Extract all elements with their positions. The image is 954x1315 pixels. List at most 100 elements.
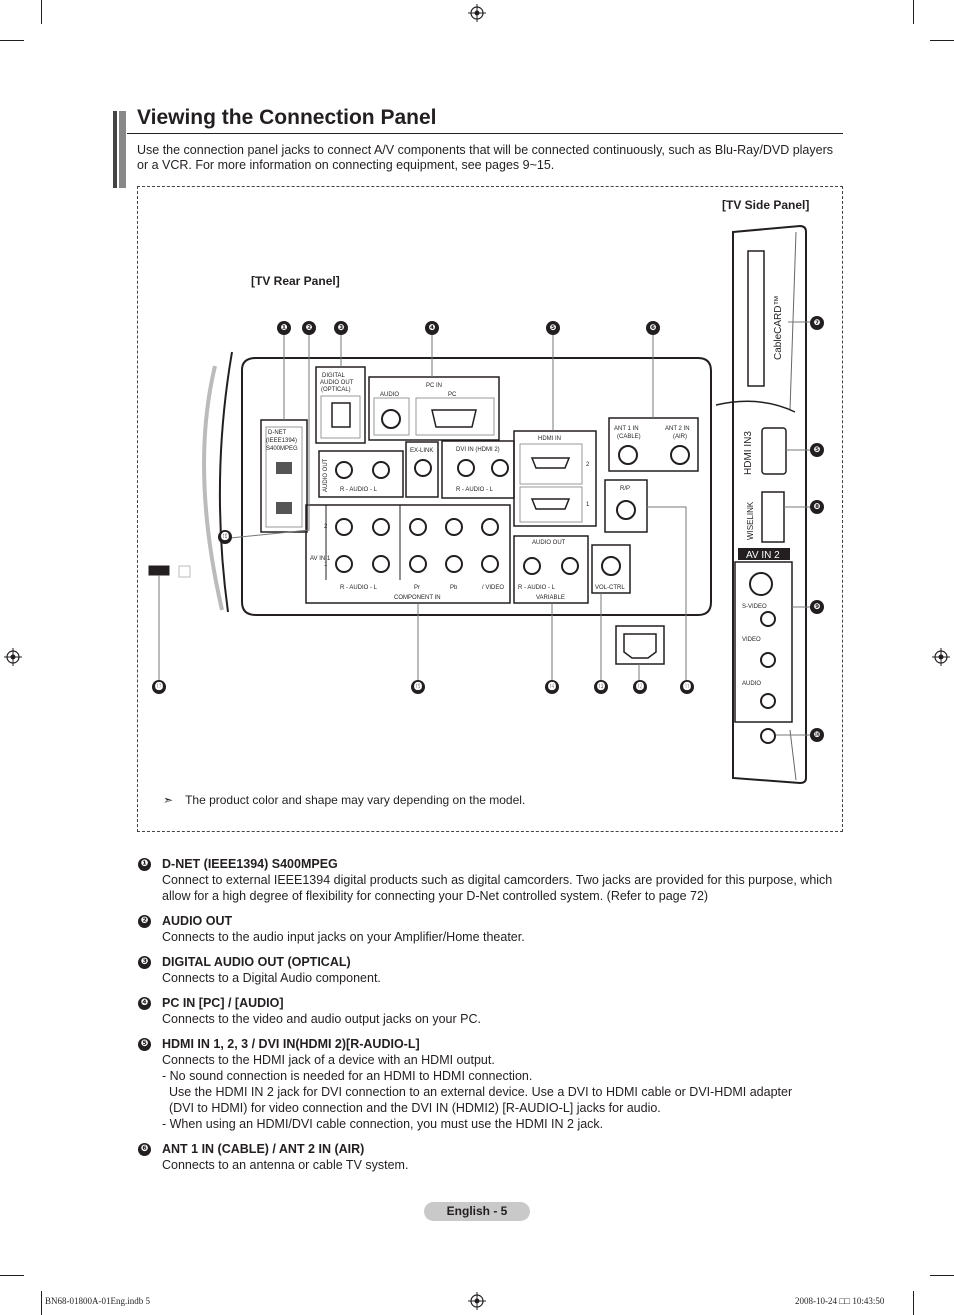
- registration-mark-icon: [468, 1292, 486, 1310]
- dnet-label-3: S400MPEG: [266, 446, 298, 452]
- rp-label: R/P: [620, 486, 630, 492]
- ant1-sub-label: (CABLE): [617, 434, 641, 440]
- audio-label: AUDIO: [742, 681, 761, 687]
- item-description: Connects to an antenna or cable TV syste…: [162, 1158, 409, 1172]
- digital-audio-label-3: (OPTICAL): [321, 387, 351, 393]
- callout-2: ❷: [302, 321, 316, 335]
- item-heading: ANT 1 IN (CABLE) / ANT 2 IN (AIR): [162, 1142, 365, 1156]
- item-heading: AUDIO OUT: [162, 914, 233, 928]
- callout-9: ❾: [810, 600, 824, 614]
- crop-mark: [913, 1291, 914, 1315]
- callout-1: ❶: [277, 321, 291, 335]
- hdmi-1-label: 1: [586, 502, 590, 508]
- list-item: ❺ HDMI IN 1, 2, 3 / DVI IN(HDMI 2)[R-AUD…: [137, 1037, 837, 1132]
- title-rule: [127, 133, 843, 134]
- crop-mark: [0, 40, 24, 41]
- note-text: The product color and shape may vary dep…: [185, 793, 526, 807]
- list-item: ❶ D-NET (IEEE1394) S400MPEG Connect to e…: [137, 857, 837, 904]
- item-description: Connects to the video and audio output j…: [162, 1012, 481, 1026]
- dvi-rl-label: R - AUDIO - L: [456, 487, 494, 493]
- item-description: Connects to the HDMI jack of a device wi…: [162, 1053, 793, 1131]
- dvi-in-label: DVI IN (HDMI 2): [456, 447, 500, 453]
- svideo-label: S-VIDEO: [742, 604, 767, 610]
- diagram-frame: [137, 186, 843, 832]
- video-label: VIDEO: [742, 637, 761, 643]
- item-heading: PC IN [PC] / [AUDIO]: [162, 996, 284, 1010]
- av-1-label: 1: [324, 562, 328, 568]
- digital-audio-label-2: AUDIO OUT: [320, 380, 354, 386]
- callout-7: ❼: [810, 316, 824, 330]
- page-number: English - 5: [424, 1202, 530, 1221]
- component-in-label: COMPONENT IN: [394, 595, 441, 601]
- pc-audio-label: AUDIO: [380, 392, 399, 398]
- callout-8: ❽: [810, 500, 824, 514]
- arrow-icon: ➣: [163, 793, 174, 807]
- file-slug: BN68-01800A-01Eng.indb 5: [45, 1296, 150, 1306]
- item-number: ❶: [138, 858, 151, 871]
- crop-mark: [41, 1291, 42, 1315]
- callout-15: ⓯: [411, 680, 425, 694]
- audio-out-var-rl-label: R - AUDIO - L: [518, 585, 556, 591]
- crop-mark: [930, 1275, 954, 1276]
- callout-10: ❿: [810, 728, 824, 742]
- item-number: ❺: [138, 1038, 151, 1051]
- ant1-label: ANT 1 IN: [614, 426, 639, 432]
- registration-mark-icon: [468, 4, 486, 22]
- dnet-label-2: (IEEE1394): [266, 438, 297, 444]
- callout-14: ⓮: [545, 680, 559, 694]
- ant2-sub-label: (AIR): [673, 434, 687, 440]
- item-number: ❷: [138, 915, 151, 928]
- dnet-label: D-NET: [268, 430, 287, 436]
- ant2-label: ANT 2 IN: [665, 426, 690, 432]
- callout-11: ⓫: [680, 680, 694, 694]
- item-description: Connects to the audio input jacks on you…: [162, 930, 525, 944]
- side-panel-label: [TV Side Panel]: [722, 198, 810, 212]
- crop-mark: [913, 0, 914, 24]
- callout-13: ⓭: [594, 680, 608, 694]
- list-item: ❻ ANT 1 IN (CABLE) / ANT 2 IN (AIR) Conn…: [137, 1142, 837, 1173]
- item-heading: D-NET (IEEE1394) S400MPEG: [162, 857, 338, 871]
- rear-panel-label: [TV Rear Panel]: [251, 274, 340, 288]
- callout-4: ❹: [425, 321, 439, 335]
- connection-list: ❶ D-NET (IEEE1394) S400MPEG Connect to e…: [137, 857, 837, 1183]
- hdmi-in3-label: HDMI IN3: [743, 431, 754, 475]
- intro-paragraph: Use the connection panel jacks to connec…: [137, 143, 833, 172]
- registration-mark-icon: [932, 648, 950, 666]
- pb-label: Pb: [450, 585, 458, 591]
- item-number: ❻: [138, 1143, 151, 1156]
- item-heading: DIGITAL AUDIO OUT (OPTICAL): [162, 955, 351, 969]
- product-note: ➣ The product color and shape may vary de…: [163, 793, 525, 807]
- section-bar: [113, 111, 126, 188]
- item-number: ❹: [138, 997, 151, 1010]
- list-item: ❹ PC IN [PC] / [AUDIO] Connects to the v…: [137, 996, 837, 1027]
- crop-mark: [0, 1275, 24, 1276]
- component-rl-label: R - AUDIO - L: [340, 585, 378, 591]
- callout-5: ❺: [546, 321, 560, 335]
- hdmi-in-label: HDMI IN: [538, 436, 561, 442]
- callout-3: ❸: [334, 321, 348, 335]
- hdmi-2-label: 2: [586, 462, 590, 468]
- pr-label: Pr: [414, 585, 420, 591]
- item-heading: HDMI IN 1, 2, 3 / DVI IN(HDMI 2)[R-AUDIO…: [162, 1037, 420, 1051]
- callout-6: ❻: [646, 321, 660, 335]
- pc-pc-label: PC: [448, 392, 457, 398]
- variable-label: VARIABLE: [536, 595, 565, 601]
- page-title: Viewing the Connection Panel: [137, 106, 437, 129]
- av-in-label: AV IN 1: [310, 556, 331, 562]
- list-item: ❷ AUDIO OUT Connects to the audio input …: [137, 914, 837, 945]
- y-video-label: / VIDEO: [482, 585, 504, 591]
- list-item: ❸ DIGITAL AUDIO OUT (OPTICAL) Connects t…: [137, 955, 837, 986]
- item-description: Connect to external IEEE1394 digital pro…: [162, 873, 836, 903]
- callout-12: ⓬: [633, 680, 647, 694]
- crop-mark: [41, 0, 42, 24]
- audio-out-label: AUDIO OUT: [323, 458, 329, 492]
- callout-17: ⓱: [152, 680, 166, 694]
- callout-5-side: ❺: [810, 443, 824, 457]
- av-in2-label: AV IN 2: [746, 550, 780, 561]
- vol-ctrl-label: VOL-CTRL: [595, 585, 625, 591]
- registration-mark-icon: [4, 648, 22, 666]
- item-description: Connects to a Digital Audio component.: [162, 971, 381, 985]
- pc-in-label: PC IN: [426, 383, 442, 389]
- callout-16: ⓰: [218, 530, 232, 544]
